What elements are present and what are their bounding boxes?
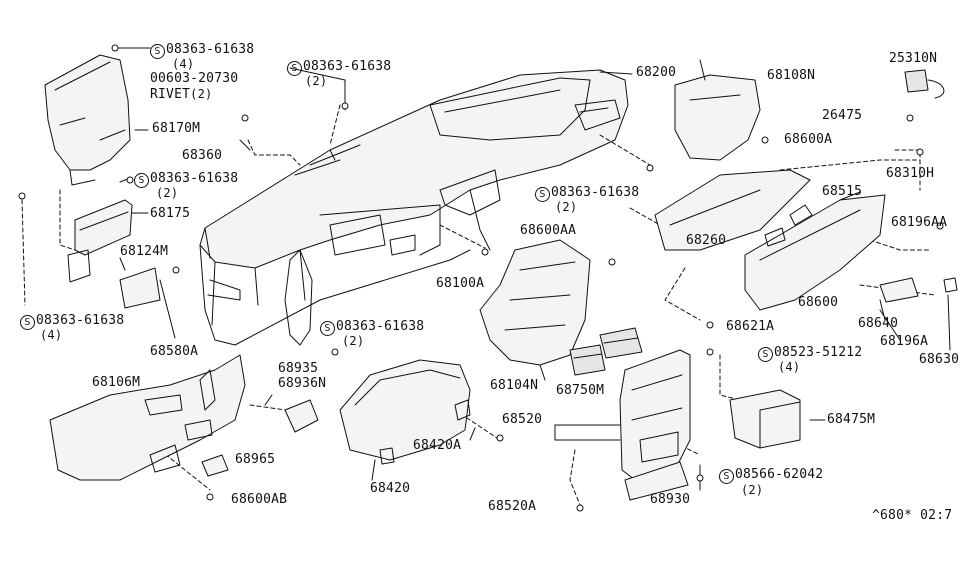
pocket-68475m-drawing (729, 389, 801, 449)
rivet-qty: (2) (190, 87, 213, 101)
part-label-68520: 68520 (502, 412, 543, 427)
part-label-68520a: 68520A (488, 499, 537, 514)
part-label-68580a: 68580A (150, 344, 199, 359)
part-label-68106m: 68106M (92, 375, 141, 390)
part-label-68600aa: 68600AA (520, 223, 577, 238)
tray-68930-drawing (624, 461, 689, 501)
part-label-68936n: 68936N (278, 376, 327, 391)
s-symbol: S (150, 44, 165, 59)
lid-68260-drawing (654, 169, 811, 251)
bracket-68124m-drawing (119, 266, 180, 309)
latch-68640-drawing (879, 277, 958, 303)
switch-25310n-drawing (904, 69, 945, 99)
screw-qty-s3: (2) (156, 186, 179, 200)
part-label-68750m: 68750M (556, 383, 605, 398)
part-label-68515: 68515 (822, 184, 863, 199)
vents-68750m-drawing (569, 327, 643, 376)
part-label-68175: 68175 (150, 206, 191, 221)
part-label-68310h: 68310H (886, 166, 935, 181)
glove-box-68600-drawing (744, 194, 886, 311)
screw-qty-s8: (2) (741, 483, 764, 497)
finisher-68520-drawing (619, 349, 691, 481)
screw-part-number: 08363-61638 (36, 313, 125, 328)
s-symbol: S (20, 315, 35, 330)
part-label-68965: 68965 (235, 452, 276, 467)
part-label-26475: 26475 (822, 108, 863, 123)
screw-qty-s7: (4) (778, 360, 801, 374)
screw-qty-s1: (4) (172, 57, 195, 71)
part-label-68260: 68260 (686, 233, 727, 248)
rivet-label: RIVET (150, 87, 191, 102)
pad-68965-drawing (201, 454, 229, 477)
center-bracket-68104n-drawing (479, 239, 591, 381)
s-symbol: S (758, 347, 773, 362)
fasteners (18, 102, 944, 512)
screw-part-number: 08566-62042 (735, 467, 824, 482)
part-label-68935: 68935 (278, 361, 319, 376)
part-label-68200: 68200 (636, 65, 677, 80)
diagram-code: ^680* 02:7 (872, 508, 953, 523)
right-cover-68108n-drawing (674, 59, 761, 161)
screw-part-number: 08363-61638 (551, 185, 640, 200)
screw-part-number: 08363-61638 (166, 42, 255, 57)
lower-cover-68106m-drawing (49, 354, 246, 481)
screw-part-number: 08363-61638 (150, 171, 239, 186)
part-label-68420a: 68420A (413, 438, 462, 453)
screw-part-number: 08363-61638 (336, 319, 425, 334)
bracket-68175-drawing (67, 177, 133, 283)
s-symbol: S (134, 173, 149, 188)
part-label-68930: 68930 (650, 492, 691, 507)
screw-qty-s4: (2) (555, 200, 578, 214)
rivet-callout: RIVET(2) (150, 87, 212, 102)
part-label-68621a: 68621A (726, 319, 775, 334)
instrument-panel-drawing (199, 69, 629, 346)
part-label-68104n: 68104N (490, 378, 539, 393)
bracket-68935-drawing (284, 399, 319, 433)
part-label-68360: 68360 (182, 148, 223, 163)
screw-part-number: 08363-61638 (303, 59, 392, 74)
part-label-00603-20730: 00603-20730 (150, 71, 239, 86)
part-label-68124m: 68124M (120, 244, 169, 259)
part-label-68600a: 68600A (784, 132, 833, 147)
screw-qty-s2: (2) (305, 74, 328, 88)
screw-qty-s5: (4) (40, 328, 63, 342)
part-label-68108n: 68108N (767, 68, 816, 83)
part-label-68630: 68630 (919, 352, 960, 367)
part-label-68475m: 68475M (827, 412, 876, 427)
screw-part-number: 08523-51212 (774, 345, 863, 360)
part-label-68640: 68640 (858, 316, 899, 331)
part-label-68196a: 68196A (880, 334, 929, 349)
s-symbol: S (320, 321, 335, 336)
bracket-68170m-drawing (44, 44, 151, 186)
part-label-68600: 68600 (798, 295, 839, 310)
screw-qty-s6: (2) (342, 334, 365, 348)
part-label-68170m: 68170M (152, 121, 201, 136)
part-label-68600ab: 68600AB (231, 492, 288, 507)
part-label-68100a: 68100A (436, 276, 485, 291)
leader-lines (21, 67, 951, 506)
part-label-68196aa: 68196AA (891, 215, 948, 230)
part-label-68420: 68420 (370, 481, 411, 496)
cluster-lid-68420-drawing (339, 359, 471, 465)
s-symbol: S (719, 469, 734, 484)
s-symbol: S (287, 61, 302, 76)
part-label-25310n: 25310N (889, 51, 938, 66)
s-symbol: S (535, 187, 550, 202)
